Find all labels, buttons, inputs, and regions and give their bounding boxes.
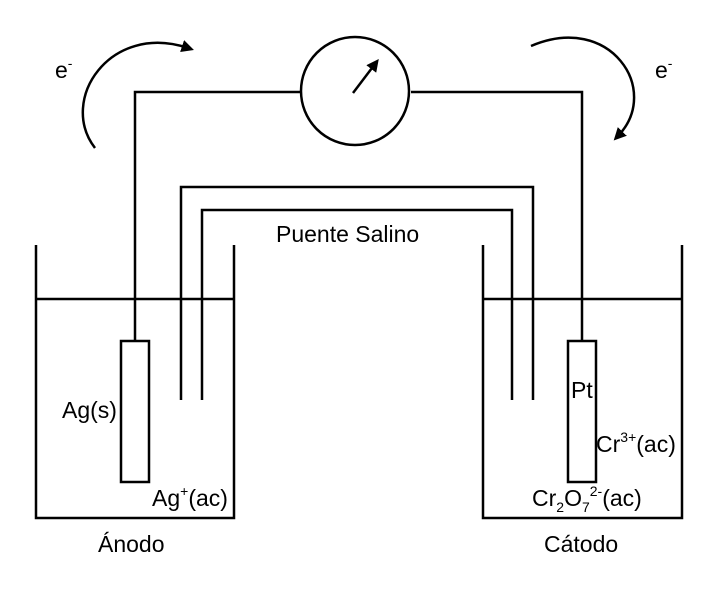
- external-wire-right: [411, 90, 584, 341]
- cathode-beaker: [481, 245, 684, 520]
- anode-label: Ánodo: [98, 531, 165, 557]
- anode-electrode-label: Ag(s): [62, 397, 117, 423]
- anode-beaker: [34, 245, 236, 520]
- dichromate-ion-label: Cr2O72-(ac): [532, 483, 642, 515]
- silver-ion-label: Ag+(ac): [152, 483, 228, 511]
- salt-bridge-inner: [200, 208, 514, 400]
- electron-flow-right-arrow-icon: [530, 36, 636, 141]
- external-wire-left: [133, 90, 301, 341]
- voltmeter-needle-icon: [352, 59, 379, 94]
- anode-electrode: [119, 339, 151, 484]
- electron-label-left: e-: [55, 55, 73, 83]
- electron-label-right: e-: [655, 55, 673, 83]
- electron-flow-left-arrow-icon: [81, 40, 194, 149]
- cathode-label: Cátodo: [544, 531, 618, 557]
- cathode-electrode: [566, 339, 598, 484]
- salt-bridge-label: Puente Salino: [276, 221, 419, 247]
- salt-bridge-outer: [179, 185, 535, 400]
- chromium-ion-label: Cr3+(ac): [596, 429, 676, 457]
- cathode-electrode-label: Pt: [571, 377, 593, 403]
- voltmeter: [299, 35, 411, 147]
